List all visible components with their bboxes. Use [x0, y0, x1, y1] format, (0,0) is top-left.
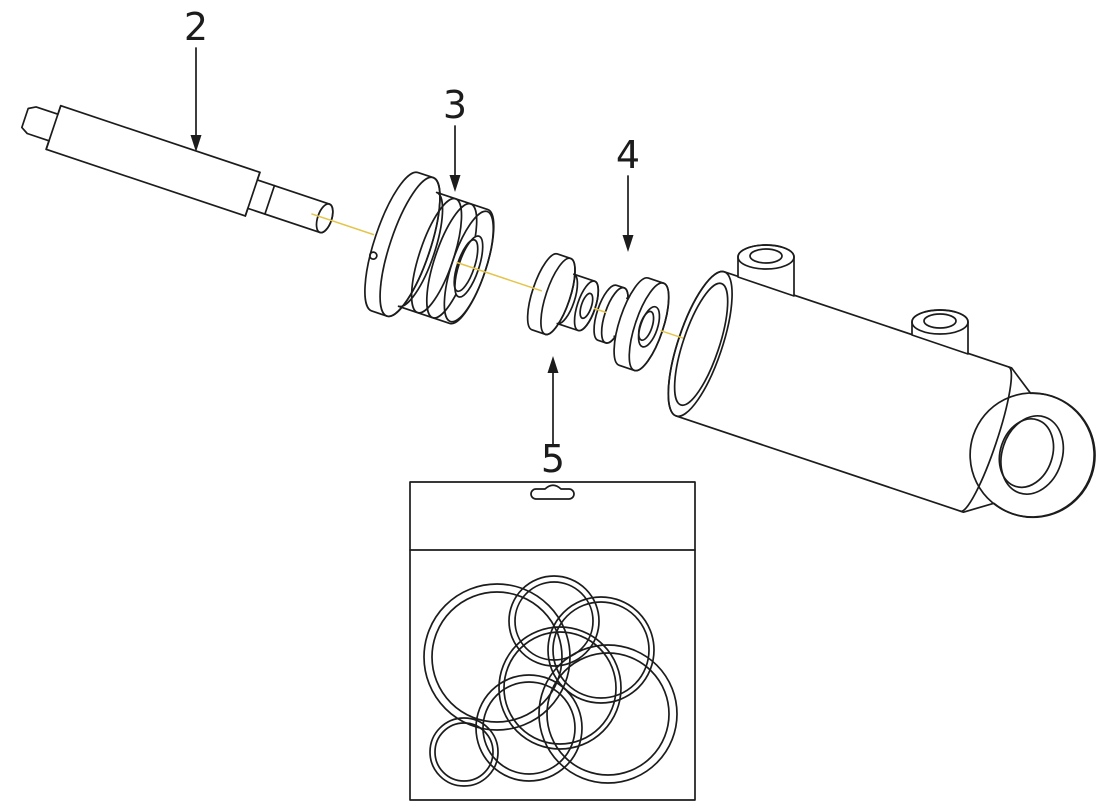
callout-3: 3 [443, 83, 467, 192]
cap-weld-line [959, 366, 1013, 513]
gland [364, 171, 495, 325]
centerline [311, 213, 684, 339]
callout-4: 4 [616, 133, 640, 252]
rod-eye [969, 392, 1095, 518]
callout-2: 2 [184, 5, 208, 152]
piston [593, 277, 670, 372]
assembly-axis-group [20, 104, 1096, 519]
rod-eye-hole [1000, 415, 1065, 495]
gland-flange-hole [368, 251, 378, 260]
callout-5: 5 [541, 356, 565, 481]
port-hole-2 [923, 313, 957, 329]
callout-4-label: 4 [616, 133, 640, 177]
callout-2-label: 2 [184, 5, 208, 49]
bag-hang-slot [530, 484, 575, 500]
port-boss-1 [737, 244, 795, 297]
o-ring [498, 626, 622, 750]
o-ring [547, 596, 655, 704]
o-rings [423, 575, 678, 787]
seal-kit-bag [409, 481, 696, 801]
callout-3-label: 3 [443, 83, 467, 127]
port-hole-1 [749, 248, 783, 264]
bag-outline [409, 481, 696, 801]
piston-rod [20, 104, 334, 234]
o-ring [429, 717, 499, 787]
o-ring [538, 644, 678, 784]
seal-spacer [526, 252, 600, 336]
cylinder-barrel [667, 270, 1096, 519]
port-boss-2 [911, 309, 969, 355]
o-ring [475, 674, 583, 782]
